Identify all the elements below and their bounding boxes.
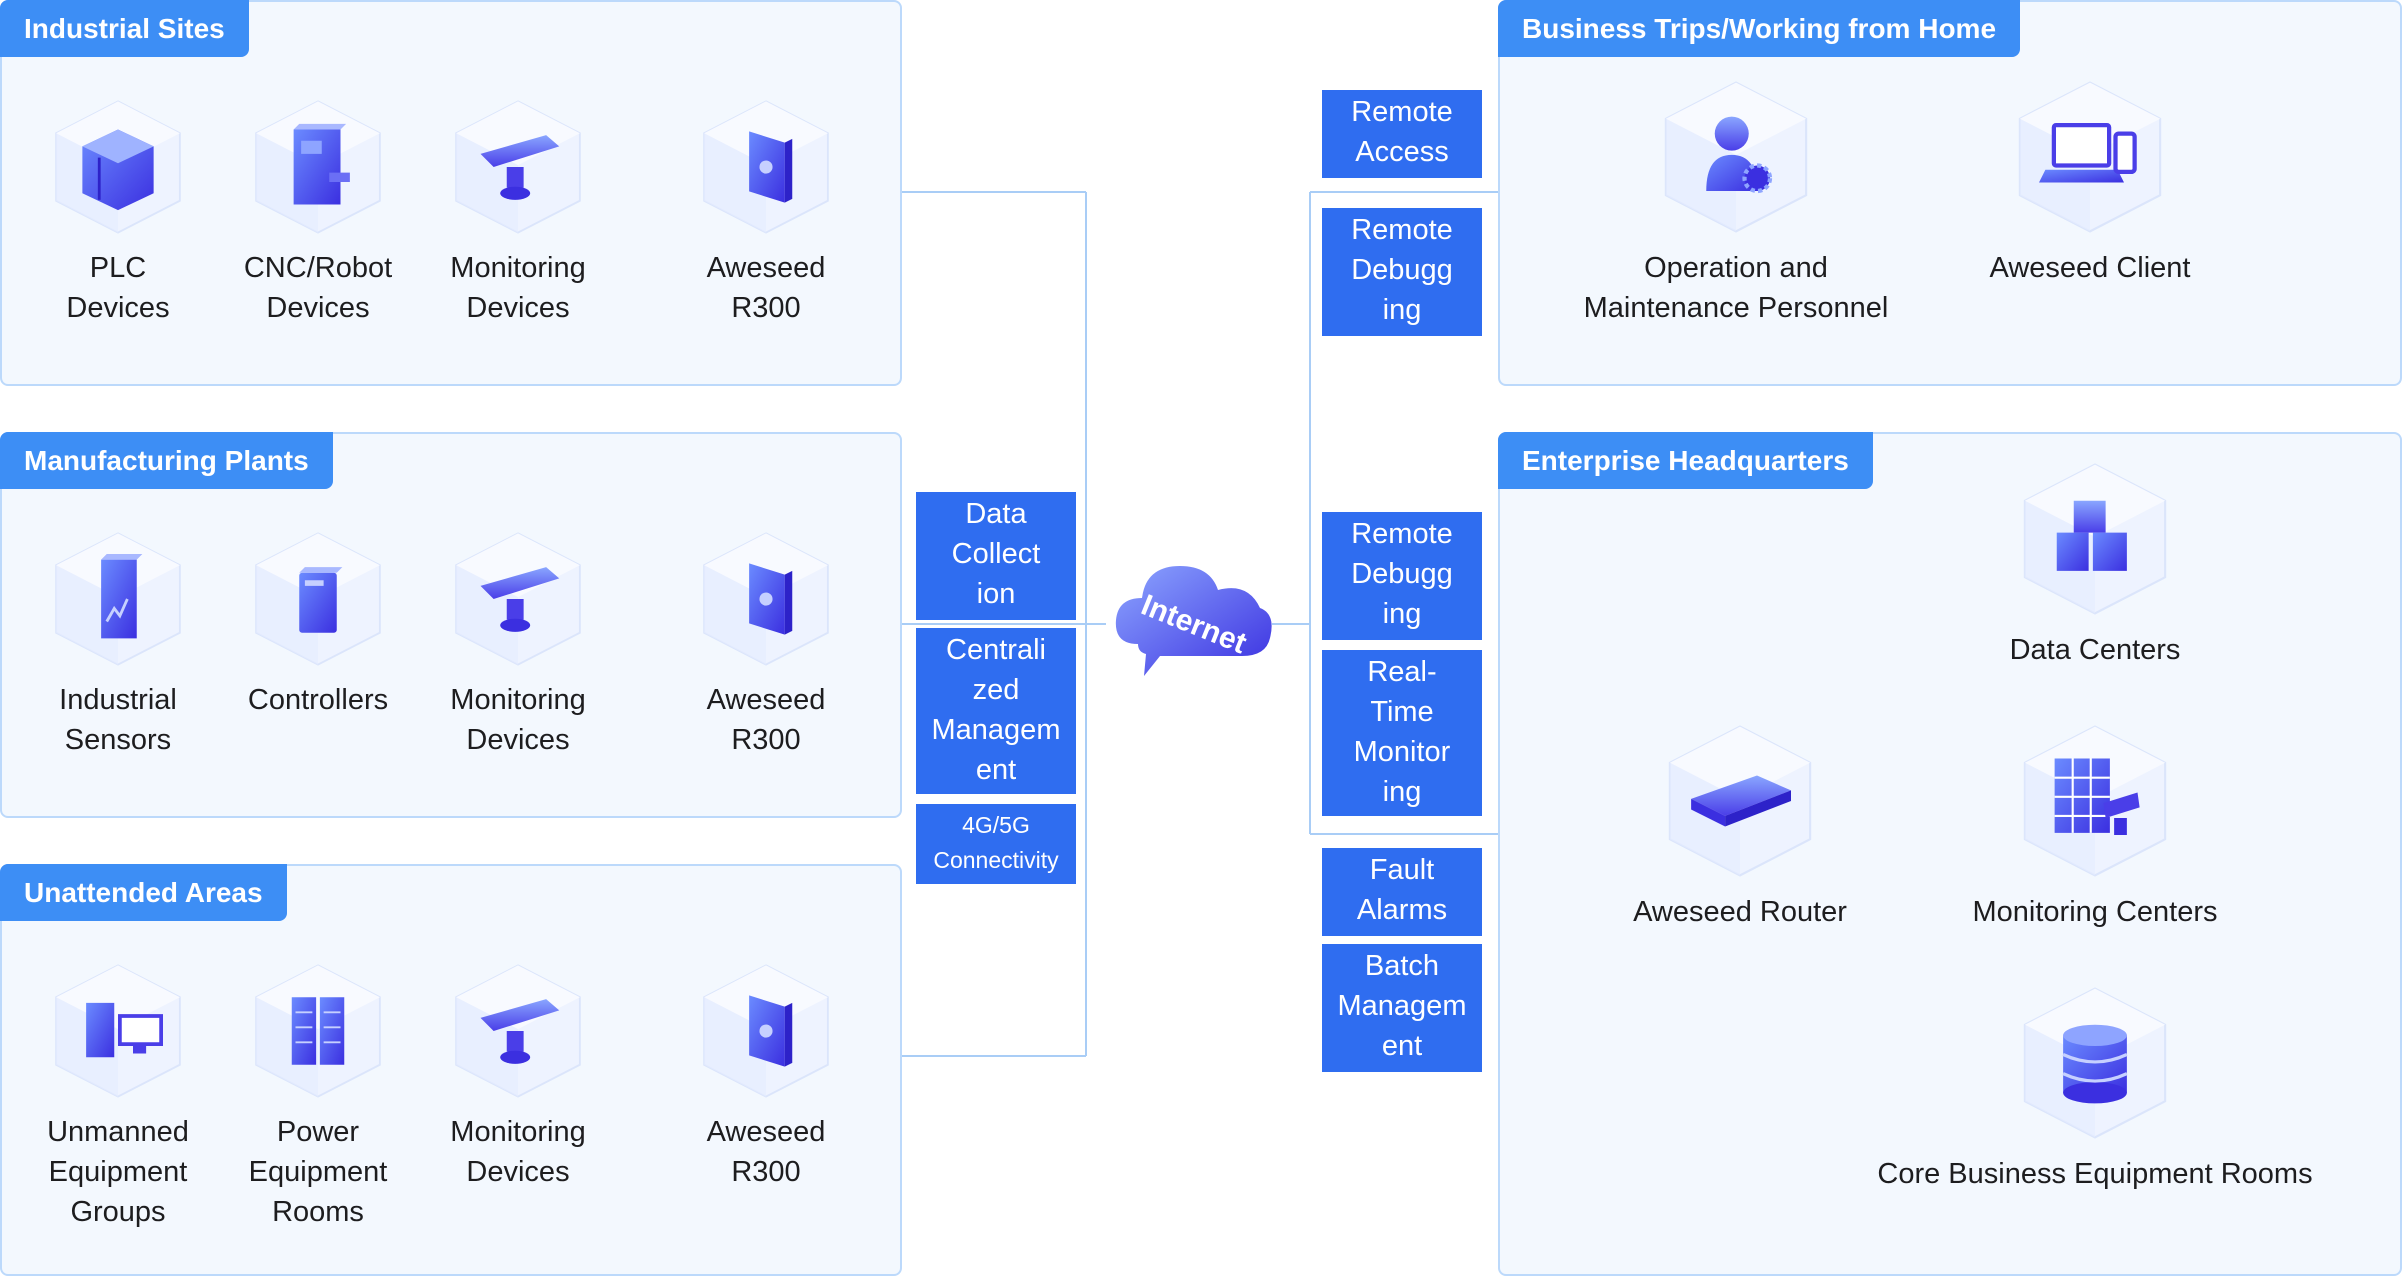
computer-group-icon <box>43 956 193 1106</box>
device-label: Industrial Sensors <box>59 684 177 756</box>
laptop-phone-icon <box>2005 72 2175 242</box>
device-label: Monitoring Devices <box>450 684 586 756</box>
device-industrial-sensors: Industrial Sensors <box>38 524 198 760</box>
server-rack-icon <box>243 956 393 1106</box>
sensor-icon <box>43 524 193 674</box>
device-monitoring: Monitoring Devices <box>438 956 598 1192</box>
device-monitoring-centers: Monitoring Centers <box>1945 716 2245 932</box>
tag-remote-access: Remote Access <box>1322 90 1482 178</box>
device-cnc-robot: CNC/Robot Devices <box>238 92 398 328</box>
panel-title: Industrial Sites <box>0 0 249 57</box>
device-label: Power Equipment Rooms <box>248 1116 388 1228</box>
panel-title: Enterprise Headquarters <box>1498 432 1873 489</box>
device-label: Data Centers <box>2009 634 2181 666</box>
device-label: Aweseed R300 <box>706 684 826 756</box>
device-plc: PLC Devices <box>38 92 198 328</box>
surveillance-camera-icon <box>443 524 593 674</box>
device-aweseed-client: Aweseed Client <box>1940 72 2240 288</box>
surveillance-camera-icon <box>443 92 593 242</box>
internet-cloud: Internet <box>1108 552 1278 692</box>
tag-real-time-monitoring: Real- Time Monitor ing <box>1322 650 1482 816</box>
r300-router-icon <box>691 92 841 242</box>
device-label: Aweseed Client <box>1989 252 2191 284</box>
panel-title: Unattended Areas <box>0 864 287 921</box>
tag-centralized-management: Centrali zed Managem ent <box>916 628 1076 794</box>
device-label: Aweseed R300 <box>706 1116 826 1188</box>
r300-router-icon <box>691 956 841 1106</box>
device-label: Aweseed R300 <box>706 252 826 324</box>
monitor-wall-icon <box>2010 716 2180 886</box>
device-aweseed-router: Aweseed Router <box>1590 716 1890 932</box>
panel-business-trips: Business Trips/Working from Home <box>1498 0 2402 386</box>
device-label: CNC/Robot Devices <box>243 252 393 324</box>
tag-remote-debugging: Remote Debugg ing <box>1322 512 1482 640</box>
device-monitoring: Monitoring Devices <box>438 92 598 328</box>
database-icon <box>2010 978 2180 1148</box>
tag-4g5g-connectivity: 4G/5G Connectivity <box>916 804 1076 884</box>
device-r300: Aweseed R300 <box>686 524 846 760</box>
device-label: PLC Devices <box>66 252 170 324</box>
panel-enterprise-hq: Enterprise Headquarters <box>1498 432 2402 1276</box>
cloud-icon: Internet <box>1115 566 1272 676</box>
device-om-personnel: Operation and Maintenance Personnel <box>1566 72 1906 328</box>
device-power-rooms: Power Equipment Rooms <box>238 956 398 1232</box>
device-label: Monitoring Devices <box>450 1116 586 1188</box>
router-icon <box>1655 716 1825 886</box>
device-monitoring: Monitoring Devices <box>438 524 598 760</box>
device-r300: Aweseed R300 <box>686 956 846 1192</box>
device-r300: Aweseed R300 <box>686 92 846 328</box>
engineer-person-icon <box>1651 72 1821 242</box>
plc-device-icon <box>43 92 193 242</box>
device-data-centers: Data Centers <box>1945 454 2245 670</box>
tag-batch-management: Batch Managem ent <box>1322 944 1482 1072</box>
data-cubes-icon <box>2010 454 2180 624</box>
device-label: Monitoring Devices <box>450 252 586 324</box>
controller-icon <box>243 524 393 674</box>
device-label: Monitoring Centers <box>1972 896 2218 928</box>
tag-remote-debugging: Remote Debugg ing <box>1322 208 1482 336</box>
device-core-equipment-rooms: Core Business Equipment Rooms <box>1845 978 2345 1194</box>
device-label: Controllers <box>247 684 389 716</box>
device-label: Operation and Maintenance Personnel <box>1583 252 1889 324</box>
tag-fault-alarms: Fault Alarms <box>1322 848 1482 936</box>
device-controllers: Controllers <box>238 524 398 720</box>
panel-title: Business Trips/Working from Home <box>1498 0 2021 57</box>
device-label: Core Business Equipment Rooms <box>1877 1158 2313 1190</box>
panel-title: Manufacturing Plants <box>0 432 333 489</box>
r300-router-icon <box>691 524 841 674</box>
cnc-robot-icon <box>243 92 393 242</box>
tag-data-collection: Data Collect ion <box>916 492 1076 620</box>
surveillance-camera-icon <box>443 956 593 1106</box>
device-label: Aweseed Router <box>1633 896 1847 928</box>
device-unmanned-equipment: Unmanned Equipment Groups <box>38 956 198 1232</box>
device-label: Unmanned Equipment Groups <box>47 1116 189 1228</box>
